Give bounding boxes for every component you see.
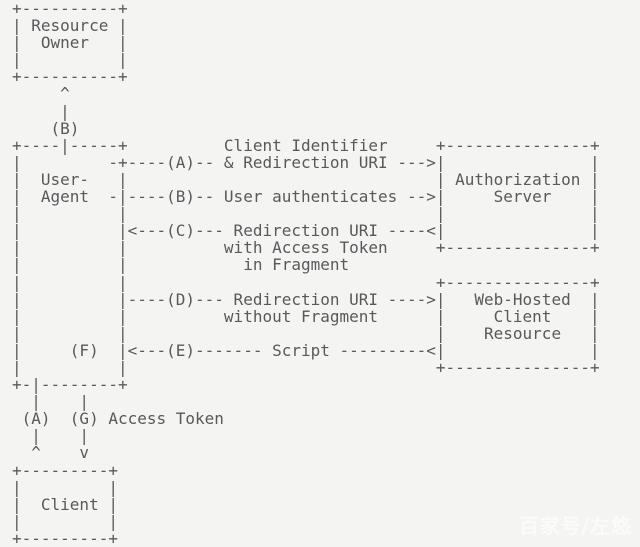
oauth-implicit-flow-ascii-diagram: +----------+ | Resource | | Owner | | | … <box>12 0 600 547</box>
page-canvas: +----------+ | Resource | | Owner | | | … <box>12 0 600 547</box>
